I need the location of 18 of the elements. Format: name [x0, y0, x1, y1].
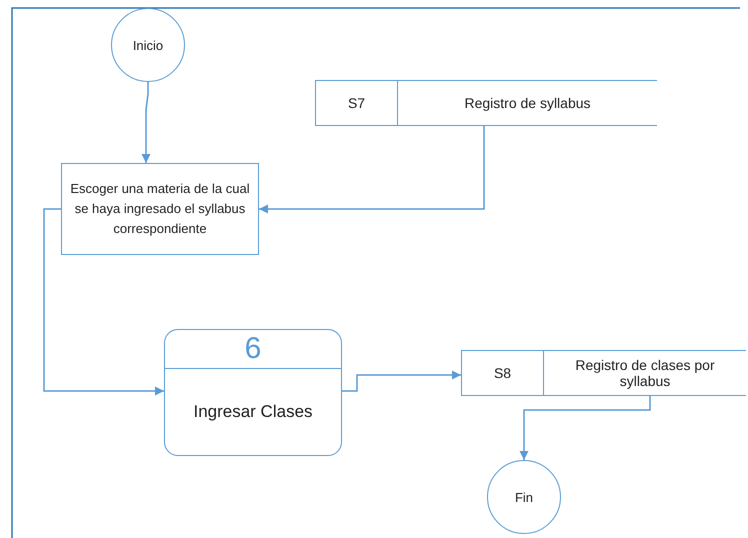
arrow	[142, 82, 150, 163]
process-name: Ingresar Clases	[193, 402, 313, 422]
arrow	[342, 370, 461, 392]
arrow	[43, 208, 164, 396]
process-box	[61, 163, 259, 255]
process-text: Escoger una materia de la cual se haya ingresado el syllabus correspondiente	[69, 180, 251, 238]
arrow	[520, 396, 651, 460]
data-store	[315, 80, 657, 126]
node-label: Fin	[514, 490, 534, 504]
process-number: 6	[244, 332, 262, 366]
store-id: S8	[494, 365, 512, 381]
arrow	[259, 126, 485, 214]
store-name: Registro de clases por syllabus	[574, 357, 716, 389]
store-name: Registro de syllabus	[463, 95, 592, 111]
store-id: S7	[348, 95, 366, 111]
data-store	[461, 350, 746, 396]
process-box	[164, 329, 342, 456]
node-label: Inicio	[132, 38, 164, 52]
